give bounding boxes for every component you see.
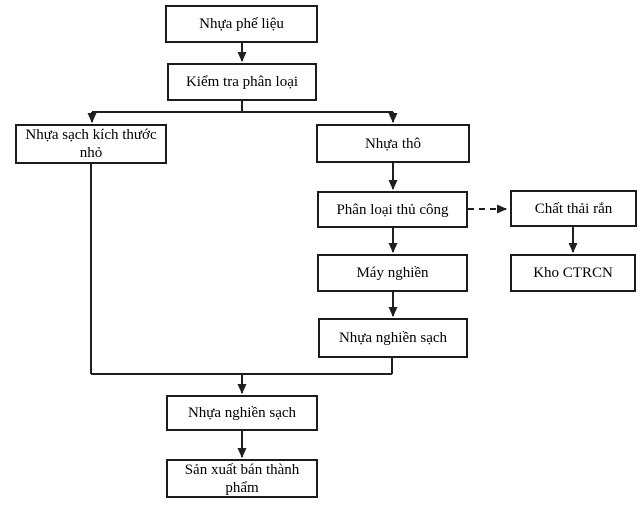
node-label: Kiểm tra phân loại bbox=[185, 74, 299, 90]
node-kiem-tra-phan-loai: Kiểm tra phân loại bbox=[167, 63, 317, 101]
node-kho-ctrcn: Kho CTRCN bbox=[510, 254, 636, 292]
node-label: Nhựa phế liệu bbox=[199, 16, 284, 32]
node-may-nghien: Máy nghiền bbox=[317, 254, 468, 292]
node-label: Chất thải rắn bbox=[534, 200, 613, 217]
node-label: Nhựa thô bbox=[364, 135, 422, 152]
node-nhua-tho: Nhựa thô bbox=[316, 124, 470, 163]
node-label: Nhựa nghiền sạch bbox=[187, 405, 297, 421]
node-phan-loai-thu-cong: Phân loại thủ công bbox=[317, 191, 468, 228]
node-label: Máy nghiền bbox=[356, 265, 429, 281]
node-san-xuat-ban-thanh-pham: Sản xuất bán thành phẩm bbox=[166, 459, 318, 498]
node-label: Nhựa nghiền sạch bbox=[338, 330, 448, 346]
node-nhua-nghien-sach-right: Nhựa nghiền sạch bbox=[318, 318, 468, 358]
node-chat-thai-ran: Chất thải rắn bbox=[510, 190, 637, 227]
node-label: Sản xuất bán thành phẩm bbox=[184, 461, 300, 496]
node-nhua-phe-lieu: Nhựa phế liệu bbox=[165, 5, 318, 43]
node-label: Nhựa sạch kích thước nhỏ bbox=[25, 127, 157, 161]
node-nhua-nghien-sach-bottom: Nhựa nghiền sạch bbox=[166, 395, 318, 431]
node-label: Phân loại thủ công bbox=[336, 201, 449, 218]
edge-split-trunk bbox=[92, 101, 393, 113]
node-label: Kho CTRCN bbox=[533, 265, 613, 281]
node-nhua-sach-kich-thuoc-nho: Nhựa sạch kích thước nhỏ bbox=[15, 124, 167, 164]
